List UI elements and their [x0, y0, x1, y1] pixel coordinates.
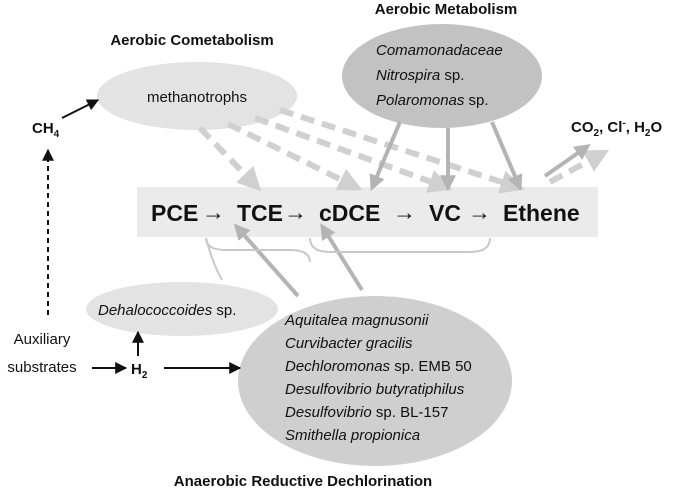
anaerobic-organism: Dechloromonas sp. EMB 50	[285, 358, 472, 375]
products-label: CO2, Cl-, H2O	[571, 118, 662, 139]
anaerobic-organism: Curvibacter gracilis	[285, 335, 413, 352]
dehalococcoides-ellipse	[86, 282, 278, 336]
pathway-box	[137, 187, 598, 237]
pathway: PCE → TCE → cDCE → VC → Ethene	[151, 199, 580, 226]
aerobic-metabolism-ellipse	[342, 24, 542, 128]
h2-label: H2	[131, 361, 148, 381]
pathway-arrow: →	[202, 199, 225, 225]
dashed-arrow-to-products	[548, 149, 610, 185]
dashed-arrow-to-ethene	[279, 107, 525, 194]
substrate-arrows	[42, 99, 242, 374]
ch4-label: CH4	[32, 120, 60, 140]
aerobic-organism: Nitrospira sp.	[376, 67, 464, 84]
heading-aerobic-metabolism: Aerobic Metabolism	[375, 1, 518, 18]
arrow-to-cdce	[369, 121, 402, 191]
bracket-dehalococcoides	[205, 237, 311, 263]
dashed-arrow-to-vc	[253, 115, 453, 193]
anaerobic-organism: Smithella propionica	[285, 427, 420, 444]
heading-aerobic-cometabolism: Aerobic Cometabolism	[110, 32, 273, 49]
aerobic-metabolism-arrows	[369, 121, 591, 192]
pathway-arrow: →	[468, 199, 491, 225]
dehalococcoides-label: Dehalococcoides sp.	[98, 302, 236, 319]
heading-anaerobic: Anaerobic Reductive Dechlorination	[174, 473, 432, 490]
compound-cdce: cDCE	[319, 200, 380, 226]
anaerobic-organism-list: Aquitalea magnusonii Curvibacter gracili…	[284, 312, 472, 444]
dashed-arrow-to-tce	[197, 125, 262, 192]
methanotrophs-label: methanotrophs	[147, 89, 247, 106]
arrow-anaerobic-to-pce-tce	[233, 223, 300, 298]
aerobic-organism: Polaromonas sp.	[376, 92, 489, 109]
anaerobic-arrows	[233, 223, 364, 298]
aerobic-organism: Comamonadaceae	[376, 42, 503, 59]
aerobic-organism-list: Comamonadaceae Nitrospira sp. Polaromona…	[376, 42, 503, 109]
anaerobic-organism: Desulfovibrio sp. BL-157	[285, 404, 448, 421]
compound-ethene: Ethene	[503, 200, 580, 226]
compound-vc: VC	[429, 200, 461, 226]
compound-pce: PCE	[151, 200, 198, 226]
dashed-arrow-to-cdce	[226, 121, 363, 191]
anaerobic-organism: Desulfovibrio butyratiphilus	[285, 381, 465, 398]
methanotrophs-ellipse	[97, 62, 297, 130]
anaerobic-organism: Aquitalea magnusonii	[284, 312, 429, 329]
anaerobic-ellipse	[238, 296, 512, 466]
compound-tce: TCE	[237, 200, 283, 226]
auxiliary-label-line2: substrates	[7, 359, 76, 376]
bracket-anaerobic	[309, 237, 491, 253]
bracket-dehalococcoides-tail	[205, 237, 223, 281]
pathway-arrow: →	[284, 199, 307, 225]
auxiliary-label-line1: Auxiliary	[14, 331, 71, 348]
arrow-to-ethene	[490, 121, 523, 191]
cometabolism-arrows	[197, 107, 610, 194]
pathway-arrow: →	[393, 199, 416, 225]
arrow-to-products	[543, 144, 591, 178]
arrow-ch4-to-methanotrophs	[61, 99, 100, 119]
arrow-anaerobic-to-tce-cdce	[320, 223, 364, 292]
